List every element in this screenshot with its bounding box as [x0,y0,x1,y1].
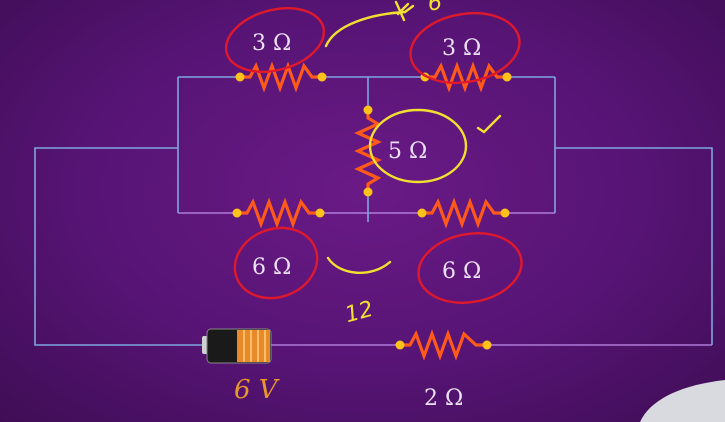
label-series-resistance: 2 Ω [424,386,463,411]
highlight-bottom-right [417,232,523,304]
battery-icon [202,328,272,364]
label-top-left-resistance: 3 Ω [252,31,291,56]
resistor-bottom-left [232,197,325,229]
highlight-top-left [224,7,326,73]
label-battery-voltage: 6 V [234,375,280,405]
handwritten-top: 6 [428,0,442,16]
label-middle-resistance: 5 Ω [388,139,427,164]
presenter-silhouette [640,380,725,422]
outer-right-wire [555,147,713,345]
label-top-right-resistance: 3 Ω [442,36,481,61]
resistor-top-left [235,61,327,93]
highlight-middle [368,108,468,184]
label-bottom-left-resistance: 6 Ω [252,255,291,280]
highlight-bottom-left [233,226,319,300]
arrow-annotation-top [394,0,415,22]
handwritten-12: 12 [342,297,376,328]
resistor-bottom-right [417,197,510,229]
resistor-series [395,329,492,361]
arc-annotation-top [324,10,407,48]
wires [34,76,713,346]
highlight-top-right [409,11,521,85]
resistor-middle [354,105,382,197]
smile-annotation [326,256,392,275]
label-bottom-right-resistance: 6 Ω [442,259,481,284]
outer-left-wire [34,147,205,346]
resistor-top-right [420,61,512,93]
checkmark-icon [476,114,502,134]
